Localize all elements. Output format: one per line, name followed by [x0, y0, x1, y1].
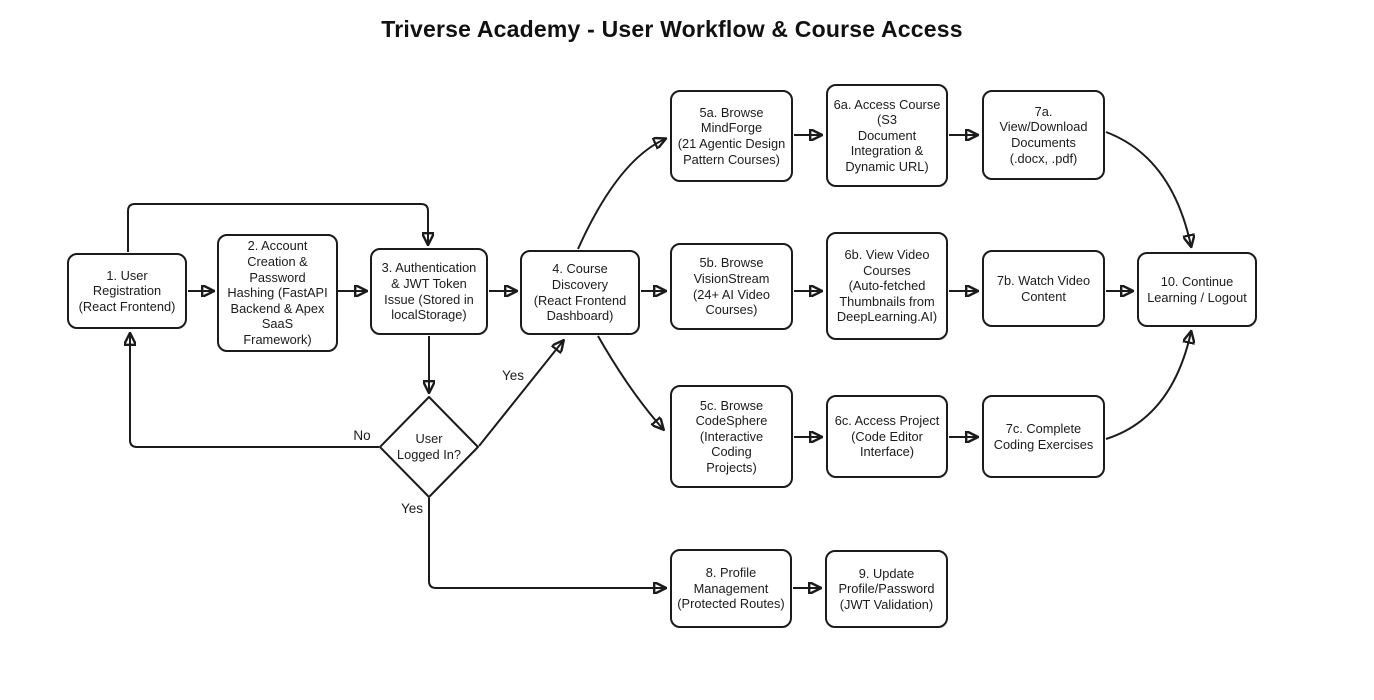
decision-diamond-shape [379, 396, 479, 498]
node-9-update-profile-password: 9. Update Profile/Password (JWT Validati… [825, 550, 948, 628]
node-6a-access-course: 6a. Access Course (S3 Document Integrati… [826, 84, 948, 187]
node-label: 6c. Access Project (Code Editor Interfac… [834, 413, 940, 460]
node-5b-browse-visionstream: 5b. Browse VisionStream (24+ AI Video Co… [670, 243, 793, 330]
node-label: 4. Course Discovery (React Frontend Dash… [533, 261, 627, 324]
node-label: 3. Authentication & JWT Token Issue (Sto… [381, 260, 477, 323]
node-label: 6a. Access Course (S3 Document Integrati… [833, 96, 941, 174]
node-label: 10. Continue Learning / Logout [1147, 273, 1247, 305]
node-5c-browse-codesphere: 5c. Browse CodeSphere (Interactive Codin… [670, 385, 793, 488]
edge-decision-yes-8 [428, 498, 665, 588]
edge-7a-10 [1105, 131, 1191, 246]
node-7a-view-download-documents: 7a. View/Download Documents (.docx, .pdf… [982, 90, 1105, 180]
node-6b-view-video-courses: 6b. View Video Courses (Auto-fetched Thu… [826, 232, 948, 340]
edge-4-5a [577, 139, 665, 250]
edge-1-3-bypass [127, 203, 428, 252]
edge-label-no: No [353, 428, 371, 443]
edge-decision-no-1 [130, 334, 379, 448]
node-label: 5a. Browse MindForge (21 Agentic Design … [677, 104, 786, 167]
edge-decision-yes-4 [478, 341, 563, 447]
diagram-title: Triverse Academy - User Workflow & Cours… [381, 16, 963, 42]
node-6c-access-project: 6c. Access Project (Code Editor Interfac… [826, 395, 948, 478]
decision-user-logged-in-label: User Logged In? [396, 431, 462, 462]
node-label: 1. User Registration (React Frontend) [78, 267, 176, 314]
node-10-continue-learning-logout: 10. Continue Learning / Logout [1137, 252, 1257, 327]
node-label: 7b. Watch Video Content [996, 272, 1091, 304]
edge-label-yes-lower: Yes [400, 501, 424, 516]
node-label: 5c. Browse CodeSphere (Interactive Codin… [695, 397, 768, 475]
node-5a-browse-mindforge: 5a. Browse MindForge (21 Agentic Design … [670, 90, 793, 182]
node-label: 8. Profile Management (Protected Routes) [677, 565, 785, 612]
node-label: 9. Update Profile/Password (JWT Validati… [838, 565, 935, 612]
edge-4-5c [597, 335, 663, 429]
node-4-course-discovery: 4. Course Discovery (React Frontend Dash… [520, 250, 640, 335]
node-7c-complete-coding-exercises: 7c. Complete Coding Exercises [982, 395, 1105, 478]
node-2-account-creation: 2. Account Creation & Password Hashing (… [217, 234, 338, 352]
node-1-user-registration: 1. User Registration (React Frontend) [67, 253, 187, 329]
node-label: 7c. Complete Coding Exercises [993, 420, 1094, 452]
edge-label-yes-upper: Yes [501, 368, 525, 383]
edge-7c-10 [1105, 332, 1191, 440]
node-label: 6b. View Video Courses (Auto-fetched Thu… [836, 247, 938, 325]
node-8-profile-management: 8. Profile Management (Protected Routes) [670, 549, 792, 628]
node-3-authentication-jwt: 3. Authentication & JWT Token Issue (Sto… [370, 248, 488, 335]
node-label: 7a. View/Download Documents (.docx, .pdf… [999, 103, 1088, 166]
node-label: 2. Account Creation & Password Hashing (… [227, 238, 328, 347]
node-7b-watch-video-content: 7b. Watch Video Content [982, 250, 1105, 327]
node-label: 5b. Browse VisionStream (24+ AI Video Co… [693, 255, 770, 318]
